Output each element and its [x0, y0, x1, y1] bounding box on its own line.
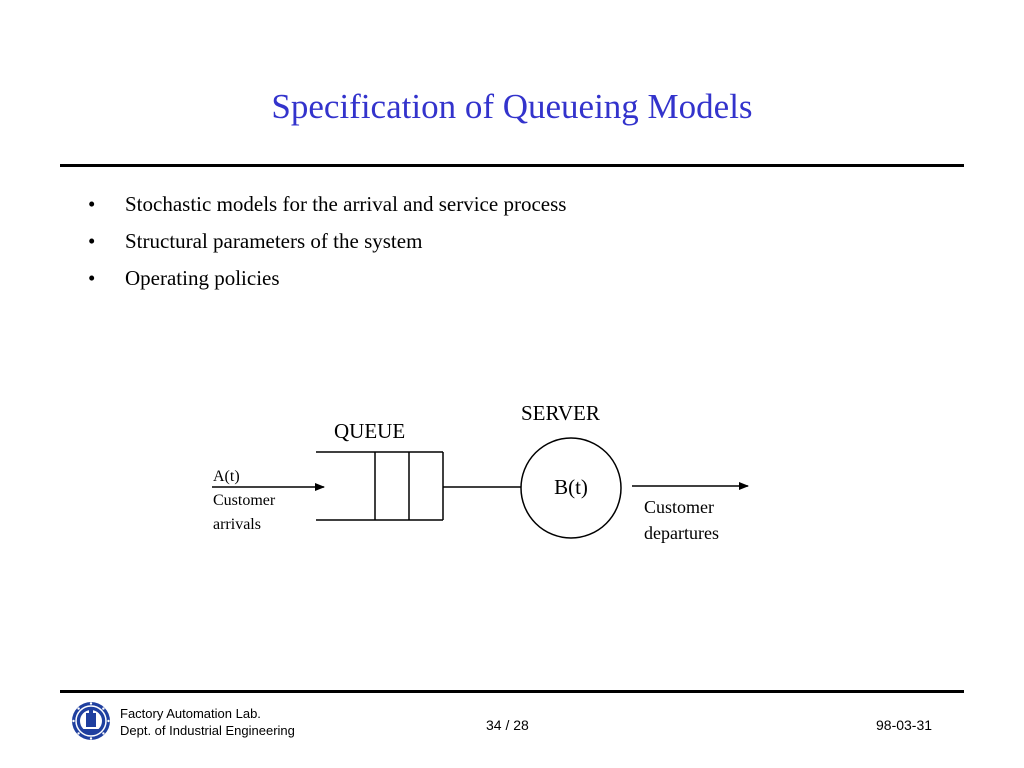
arrival-label-line2: arrivals [213, 516, 261, 533]
bullet-text: Operating policies [125, 266, 280, 290]
bullet-marker: • [88, 229, 96, 253]
server-label: SERVER [521, 401, 600, 425]
bullet-text: Stochastic models for the arrival and se… [125, 192, 567, 216]
university-seal-icon [72, 702, 110, 740]
bullet-marker: • [88, 266, 96, 290]
service-process-label: B(t) [554, 475, 588, 499]
queue-label: QUEUE [334, 419, 406, 443]
bullet-list: • Stochastic models for the arrival and s… [88, 186, 566, 297]
queue-buffer [316, 451, 444, 521]
bullet-marker: • [88, 192, 96, 216]
bullet-item: • Stochastic models for the arrival and s… [88, 186, 566, 223]
arrival-process-label: A(t) [213, 468, 240, 485]
arrival-label-line1: Customer [213, 492, 276, 509]
footer-rule [60, 690, 964, 693]
footer-lab-name: Factory Automation Lab. [120, 706, 261, 721]
departure-label-line1: Customer [644, 497, 714, 517]
slide-title: Specification of Queueing Models [271, 87, 753, 126]
page-number: 34 / 28 [486, 717, 529, 733]
bullet-item: • Structural parameters of the system [88, 223, 566, 260]
server-circle [520, 437, 622, 539]
footer-date: 98-03-31 [876, 717, 933, 733]
departure-label-line2: departures [644, 523, 719, 543]
bullet-item: • Operating policies [88, 260, 566, 297]
title-rule [60, 164, 964, 167]
bullet-text: Structural parameters of the system [125, 229, 423, 253]
footer-department: Dept. of Industrial Engineering [120, 723, 295, 738]
